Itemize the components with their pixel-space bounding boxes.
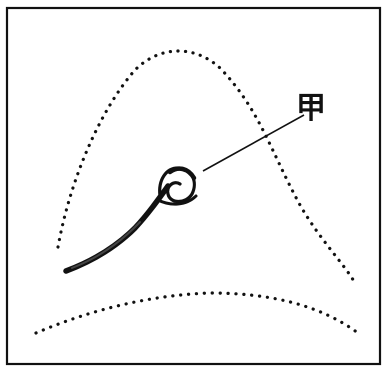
structure-tail-shading (72, 222, 140, 268)
structure-tail (66, 186, 168, 271)
structure-head-top (170, 169, 194, 178)
callout-line (203, 115, 304, 171)
upper-dotted-curve (58, 51, 355, 283)
lower-dotted-arc (36, 293, 358, 333)
callout-label: 甲 (296, 91, 326, 126)
